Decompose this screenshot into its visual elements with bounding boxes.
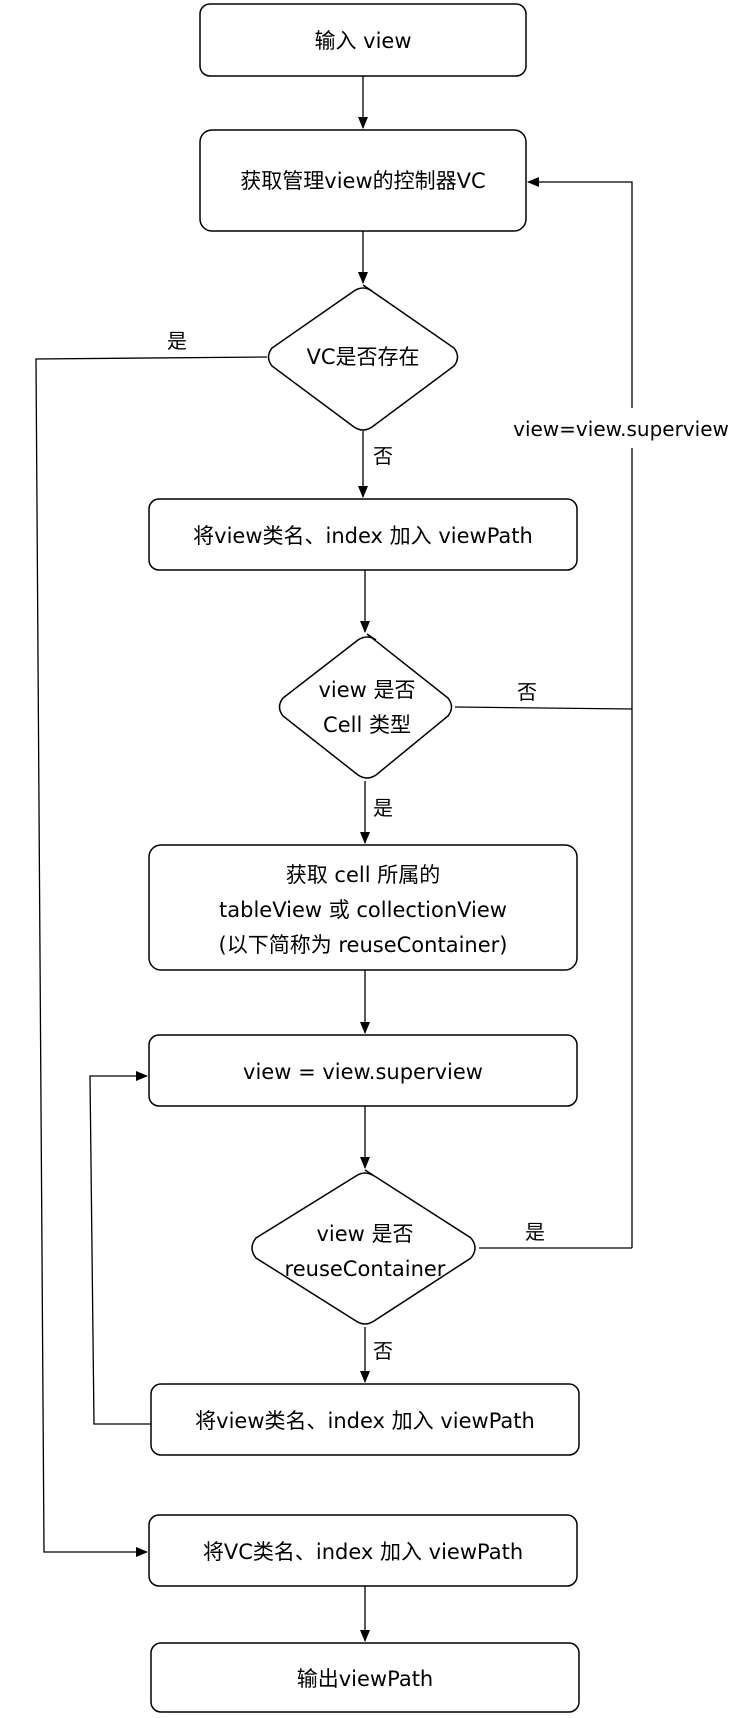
node-output-label: 输出viewPath: [297, 1667, 434, 1691]
node-output: 输出viewPath: [150, 1642, 580, 1713]
node-add-vc-path: 将VC类名、index 加入 viewPath: [148, 1514, 578, 1587]
node-get-container-line2: tableView 或 collectionView: [219, 898, 507, 922]
node-get-container-line3: (以下简称为 reuseContainer): [219, 933, 508, 957]
node-get-container-line1: 获取 cell 所属的: [286, 863, 441, 887]
node-get-vc: 获取管理view的控制器VC: [199, 129, 527, 232]
loop-label-background: [498, 408, 742, 448]
node-vc-exists-decision: VC是否存在: [267, 284, 459, 431]
edge-label-is-cell-yes: 是: [373, 796, 393, 820]
node-input-view: 输入 view: [199, 3, 527, 77]
node-is-reuse-container-decision: view 是否 reuseContainer: [251, 1169, 476, 1325]
node-is-reuse-container-line1: view 是否: [316, 1222, 413, 1246]
edge-label-reuse-yes: 是: [525, 1220, 545, 1244]
edge-loop-back-to-get-vc: [527, 177, 633, 1248]
edge-vc-exists-yes: [35, 356, 268, 1557]
node-add-view-path-2-label: 将view类名、index 加入 viewPath: [195, 1409, 535, 1433]
node-add-vc-path-label: 将VC类名、index 加入 viewPath: [203, 1540, 523, 1564]
node-is-cell-decision: view 是否 Cell 类型: [278, 633, 453, 779]
node-get-container: 获取 cell 所属的 tableView 或 collectionView (…: [148, 844, 578, 971]
edge-label-vc-exists-yes: 是: [167, 329, 187, 353]
edge-add-path-2-loop-to-superview: [89, 1071, 151, 1425]
node-is-cell-label-line2: Cell 类型: [323, 713, 411, 737]
node-input-view-label: 输入 view: [314, 29, 411, 53]
node-is-reuse-container-line2: reuseContainer: [285, 1257, 446, 1281]
node-vc-exists-label: VC是否存在: [306, 345, 419, 369]
node-view-superview: view = view.superview: [148, 1034, 578, 1107]
node-add-view-path-2: 将view类名、index 加入 viewPath: [150, 1383, 580, 1456]
edge-label-loop: view=view.superview: [513, 417, 729, 441]
edge-label-vc-exists-no: 否: [373, 444, 393, 468]
edge-is-cell-no: [454, 706, 633, 710]
node-view-superview-label: view = view.superview: [243, 1060, 483, 1084]
node-get-vc-label: 获取管理view的控制器VC: [240, 169, 485, 193]
node-add-view-path-1-label: 将view类名、index 加入 viewPath: [193, 524, 533, 548]
edge-label-is-cell-no: 否: [517, 680, 537, 704]
edge-label-reuse-no: 否: [373, 1339, 393, 1363]
node-is-cell-label-line1: view 是否: [318, 678, 415, 702]
node-add-view-path-1: 将view类名、index 加入 viewPath: [148, 498, 578, 571]
